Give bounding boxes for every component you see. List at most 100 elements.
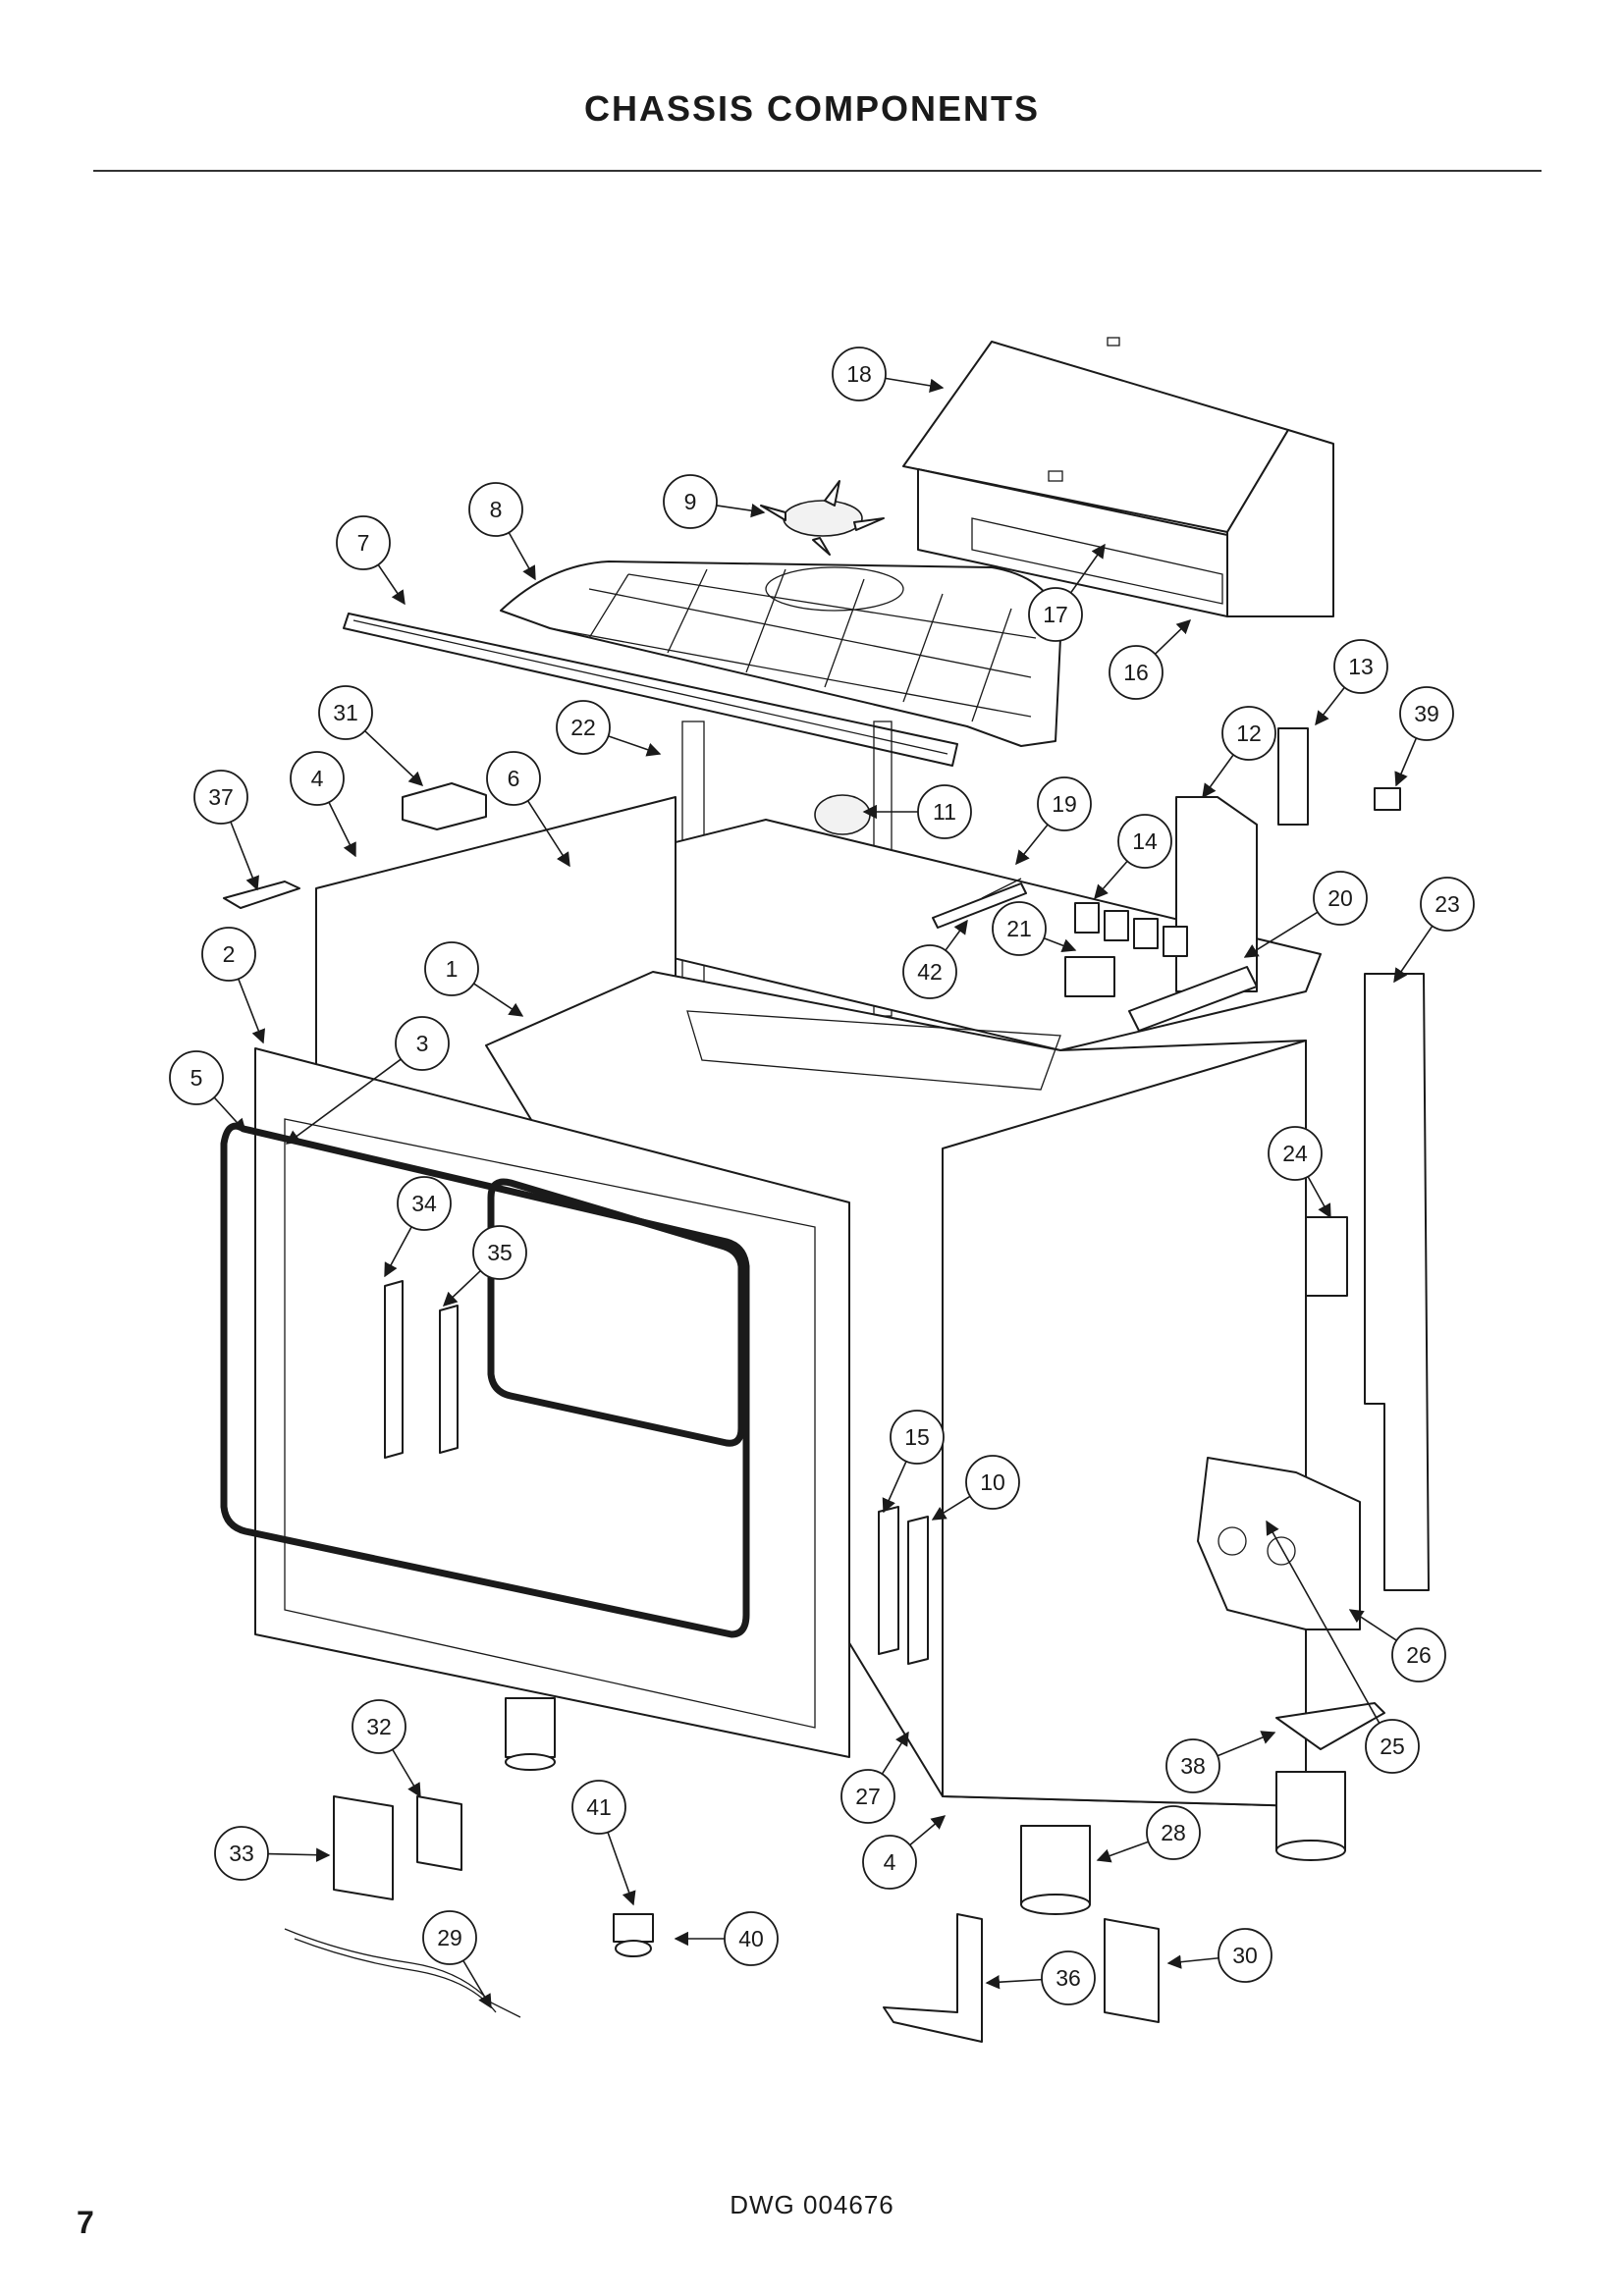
callout-circle bbox=[214, 1826, 269, 1881]
callout-18: 18 bbox=[832, 347, 945, 401]
callout-circle bbox=[1165, 1738, 1220, 1793]
callout-number: 36 bbox=[1056, 1965, 1081, 1991]
part-control-box bbox=[333, 1795, 462, 1900]
part-floor-brackets bbox=[883, 1913, 1160, 2043]
callout-41: 41 bbox=[571, 1780, 636, 1906]
callout-1: 1 bbox=[424, 941, 524, 1017]
callout-23: 23 bbox=[1393, 877, 1475, 984]
callout-number: 19 bbox=[1052, 791, 1077, 817]
callout-37: 37 bbox=[193, 770, 259, 891]
leader-line bbox=[1394, 737, 1418, 787]
callout-30: 30 bbox=[1166, 1928, 1272, 1983]
leader-line bbox=[285, 1058, 402, 1145]
callout-number: 33 bbox=[229, 1841, 254, 1866]
callout-circle bbox=[1041, 1950, 1096, 2005]
callout-8: 8 bbox=[468, 482, 536, 581]
callout-24: 24 bbox=[1268, 1126, 1331, 1219]
leader-line bbox=[607, 1832, 636, 1906]
callout-4: 4 bbox=[862, 1815, 947, 1890]
callout-circle bbox=[890, 1410, 945, 1465]
callout-number: 4 bbox=[311, 766, 324, 791]
leader-line bbox=[1069, 543, 1106, 594]
callout-27: 27 bbox=[840, 1731, 909, 1824]
callout-21: 21 bbox=[992, 901, 1077, 956]
callout-number: 38 bbox=[1180, 1753, 1206, 1779]
page-title: CHASSIS COMPONENTS bbox=[583, 88, 1041, 129]
callout-circle bbox=[917, 784, 972, 839]
part-feet bbox=[505, 1697, 1346, 1915]
callout-circle bbox=[424, 941, 479, 996]
callout-20: 20 bbox=[1243, 871, 1368, 958]
callout-22: 22 bbox=[556, 700, 662, 757]
callout-42: 42 bbox=[902, 919, 968, 999]
callout-number: 35 bbox=[487, 1240, 513, 1265]
leader-line bbox=[1202, 754, 1234, 799]
callout-number: 20 bbox=[1327, 885, 1353, 911]
leader-line bbox=[267, 1847, 331, 1862]
callout-number: 31 bbox=[333, 700, 358, 725]
leader-line bbox=[1015, 824, 1049, 866]
callout-40: 40 bbox=[674, 1911, 779, 1966]
callout-circle bbox=[1218, 1928, 1272, 1983]
callout-number: 13 bbox=[1348, 654, 1374, 679]
callout-number: 30 bbox=[1232, 1943, 1258, 1968]
leader-line bbox=[238, 978, 266, 1044]
callout-number: 8 bbox=[490, 497, 503, 522]
leader-line bbox=[1094, 860, 1128, 900]
leader-line bbox=[1266, 1520, 1380, 1724]
leader-line bbox=[1393, 925, 1434, 984]
callout-circle bbox=[290, 751, 345, 806]
leader-line bbox=[1154, 619, 1192, 655]
callout-4: 4 bbox=[290, 751, 356, 858]
callout-number: 16 bbox=[1123, 660, 1149, 685]
callout-number: 34 bbox=[411, 1191, 437, 1216]
callout-14: 14 bbox=[1094, 814, 1172, 900]
callout-number: 17 bbox=[1043, 602, 1068, 627]
leader-line bbox=[931, 1495, 971, 1521]
callout-circle bbox=[965, 1455, 1020, 1510]
leader-line bbox=[230, 821, 259, 891]
callout-6: 6 bbox=[486, 751, 570, 868]
part-front-rail bbox=[343, 613, 958, 767]
page-number: 7 bbox=[77, 2205, 94, 2240]
part-side-bracket bbox=[1305, 1216, 1348, 1297]
callout-5: 5 bbox=[169, 1050, 246, 1134]
callout-circle bbox=[472, 1225, 527, 1280]
callout-circle bbox=[862, 1835, 917, 1890]
callout-circle bbox=[556, 700, 611, 755]
leader-line bbox=[328, 801, 356, 858]
part-hinges bbox=[384, 1280, 929, 1665]
callout-number: 3 bbox=[416, 1031, 429, 1056]
callout-3: 3 bbox=[285, 1016, 450, 1145]
callout-11: 11 bbox=[862, 784, 972, 839]
callout-39: 39 bbox=[1394, 686, 1454, 787]
part-right-strip bbox=[1364, 973, 1430, 1591]
callout-25: 25 bbox=[1266, 1520, 1420, 1774]
callout-number: 18 bbox=[846, 361, 872, 387]
callout-number: 7 bbox=[357, 530, 370, 556]
callout-2: 2 bbox=[201, 927, 266, 1044]
callout-number: 28 bbox=[1161, 1820, 1186, 1845]
callout-number: 10 bbox=[980, 1469, 1005, 1495]
callout-number: 4 bbox=[884, 1849, 896, 1875]
leader-line bbox=[1043, 936, 1077, 953]
callout-17: 17 bbox=[1028, 543, 1106, 642]
callout-35: 35 bbox=[442, 1225, 527, 1307]
callout-34: 34 bbox=[384, 1176, 452, 1278]
leader-line bbox=[881, 1731, 909, 1775]
callout-number: 24 bbox=[1282, 1141, 1308, 1166]
callout-number: 41 bbox=[586, 1794, 612, 1820]
callout-number: 39 bbox=[1414, 701, 1439, 726]
leader-line bbox=[1348, 1609, 1397, 1641]
part-illustrations bbox=[220, 337, 1430, 2043]
callout-circle bbox=[840, 1769, 895, 1824]
callout-circle bbox=[1117, 814, 1172, 869]
part-oven-window bbox=[487, 1178, 745, 1447]
callout-number: 27 bbox=[855, 1784, 881, 1809]
callout-circle bbox=[571, 1780, 626, 1835]
callout-number: 2 bbox=[223, 941, 236, 967]
callout-circle bbox=[486, 751, 541, 806]
callout-circle bbox=[1365, 1719, 1420, 1774]
